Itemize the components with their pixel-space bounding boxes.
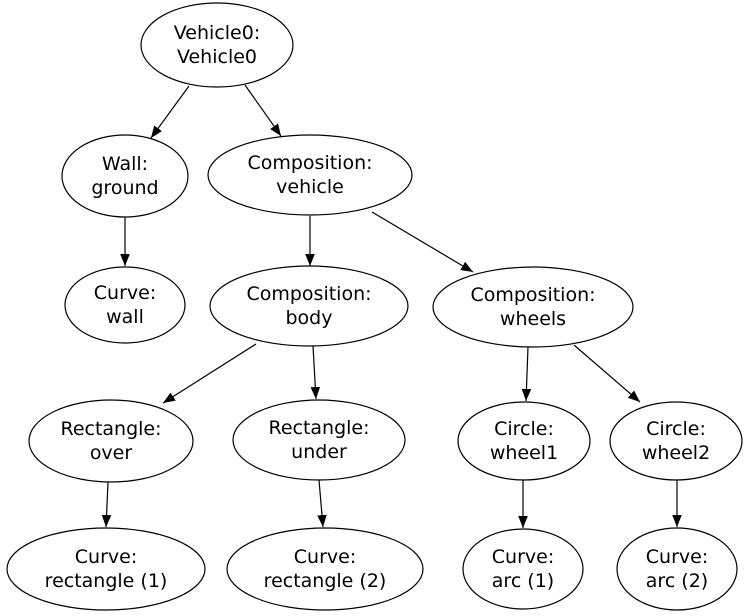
node-label-line1-wall-ground: Wall: (102, 153, 148, 175)
node-ellipse-curve-rectangle-1 (6, 527, 206, 611)
node-label-line1-composition-wheels: Composition: (470, 284, 595, 306)
node-label-line1-composition-vehicle: Composition: (247, 152, 372, 174)
node-curve-rectangle-2: Curve:rectangle (2) (226, 527, 424, 611)
node-curve-wall: Curve:wall (64, 266, 186, 344)
node-composition-body: Composition:body (209, 265, 409, 347)
edge-rectangle-over-to-curve-rectangle-1 (101, 481, 112, 528)
node-label-line2-vehicle0: Vehicle0 (177, 46, 257, 68)
node-label-line1-rectangle-under: Rectangle: (268, 417, 369, 439)
node-rectangle-over: Rectangle:over (28, 399, 194, 483)
node-label-line2-composition-vehicle: vehicle (276, 176, 344, 198)
node-ellipse-composition-wheels (432, 266, 634, 348)
node-ellipse-curve-arc-1 (462, 528, 584, 610)
node-label-line1-circle-wheel1: Circle: (494, 418, 554, 440)
node-vehicle0: Vehicle0:Vehicle0 (140, 2, 294, 88)
node-label-line2-curve-wall: wall (106, 306, 144, 328)
node-ellipse-curve-rectangle-2 (226, 527, 424, 611)
node-label-line1-composition-body: Composition: (246, 283, 371, 305)
edge-vehicle0-to-wall-ground (150, 85, 190, 139)
node-circle-wheel2: Circle:wheel2 (609, 401, 743, 481)
edge-composition-body-to-rectangle-under (310, 345, 321, 400)
node-wall-ground: Wall:ground (61, 134, 189, 218)
node-curve-rectangle-1: Curve:rectangle (1) (6, 527, 206, 611)
node-ellipse-wall-ground (61, 134, 189, 218)
edge-composition-body-to-rectangle-over (162, 343, 257, 404)
edge-composition-wheels-to-circle-wheel2 (573, 344, 641, 403)
node-label-line1-curve-arc-1: Curve: (492, 546, 554, 568)
node-ellipse-vehicle0 (140, 2, 294, 88)
node-ellipse-circle-wheel2 (609, 401, 743, 481)
node-label-line2-rectangle-over: over (90, 442, 133, 464)
node-circle-wheel1: Circle:wheel1 (457, 401, 591, 481)
node-ellipse-composition-body (209, 265, 409, 347)
node-label-line2-wall-ground: ground (91, 177, 158, 199)
node-label-line2-rectangle-under: under (291, 441, 347, 463)
edge-rectangle-under-to-curve-rectangle-2 (317, 479, 327, 528)
node-label-line2-curve-arc-2: arc (2) (646, 570, 708, 592)
node-composition-vehicle: Composition:vehicle (207, 134, 413, 216)
node-ellipse-curve-arc-2 (616, 527, 738, 611)
node-label-line2-composition-body: body (286, 307, 333, 329)
node-label-line2-curve-arc-1: arc (1) (492, 570, 554, 592)
node-label-line1-curve-rectangle-2: Curve: (294, 546, 356, 568)
node-label-line2-composition-wheels: wheels (500, 308, 566, 330)
edge-composition-wheels-to-circle-wheel1 (521, 346, 532, 402)
node-composition-wheels: Composition:wheels (432, 266, 634, 348)
node-label-line2-curve-rectangle-2: rectangle (2) (264, 570, 387, 592)
node-ellipse-composition-vehicle (207, 134, 413, 216)
node-label-line1-vehicle0: Vehicle0: (174, 22, 260, 44)
node-label-line2-curve-rectangle-1: rectangle (1) (45, 570, 168, 592)
node-ellipse-circle-wheel1 (457, 401, 591, 481)
node-label-line1-curve-arc-2: Curve: (646, 546, 708, 568)
node-label-line1-curve-wall: Curve: (94, 282, 156, 304)
node-curve-arc-2: Curve:arc (2) (616, 527, 738, 611)
node-ellipse-curve-wall (64, 266, 186, 344)
node-label-line1-rectangle-over: Rectangle: (60, 418, 161, 440)
node-ellipse-rectangle-over (28, 399, 194, 483)
edge-vehicle0-to-composition-vehicle (244, 84, 282, 137)
node-rectangle-under: Rectangle:under (232, 399, 406, 481)
node-curve-arc-1: Curve:arc (1) (462, 528, 584, 610)
edge-composition-vehicle-to-composition-wheels (371, 211, 474, 273)
node-label-line1-circle-wheel2: Circle: (646, 418, 706, 440)
node-label-line2-circle-wheel1: wheel1 (490, 442, 558, 464)
node-ellipse-rectangle-under (232, 399, 406, 481)
node-label-line2-circle-wheel2: wheel2 (642, 442, 710, 464)
node-label-line1-curve-rectangle-1: Curve: (75, 546, 137, 568)
